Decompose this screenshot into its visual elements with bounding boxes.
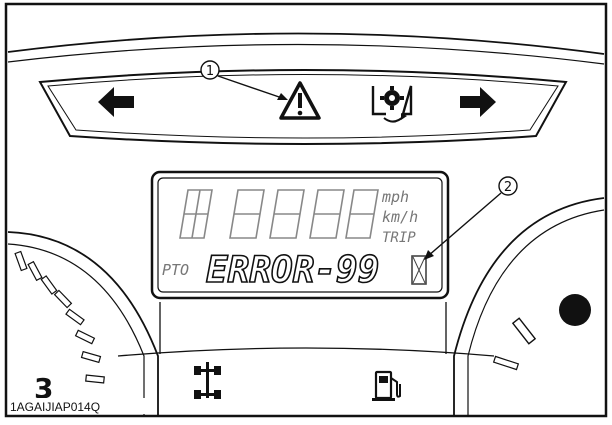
callout-2: 2 (498, 176, 518, 196)
right-gauge-tick (511, 317, 537, 345)
left-turn-arrow-icon (98, 87, 134, 117)
unit-mph: mph (381, 188, 409, 206)
right-gauge-tick-small (492, 355, 520, 371)
cowl-arc-inner (7, 43, 605, 65)
regen-service-icon (371, 85, 413, 123)
error-readout: ERROR-99 (206, 250, 379, 291)
callout-1-leader (217, 75, 286, 100)
master-warning-icon (279, 81, 321, 120)
fuel-pump-icon (372, 370, 401, 401)
lcd-digit-segments (179, 189, 379, 239)
four-wheel-drive-icon (194, 362, 221, 399)
unit-trip: TRIP (382, 230, 416, 246)
callout-2-arrowhead (424, 250, 434, 260)
pto-label: PTO (162, 261, 189, 279)
left-gauge: 3 (7, 231, 159, 416)
callout-2-leader (427, 192, 502, 257)
cowl-arc-outer (7, 32, 605, 55)
callout-1-arrowhead (277, 93, 288, 100)
lcd-hourglass-icon (411, 255, 427, 285)
figure-code: 1AGAIJIAP014Q (10, 400, 100, 414)
callout-2-label: 2 (504, 180, 512, 195)
lcd-hourglass-cross (412, 256, 426, 284)
indicator-dot-icon (559, 294, 591, 326)
console-arc (117, 347, 495, 357)
callout-1: 1 (200, 60, 220, 80)
callout-1-label: 1 (206, 64, 214, 79)
right-gauge (453, 197, 605, 416)
left-gauge-number: 3 (34, 372, 53, 405)
lcd-display: mph km/h TRIP PTO ERROR-99 (150, 170, 450, 300)
right-turn-arrow-icon (460, 87, 496, 117)
unit-kmh: km/h (382, 208, 418, 226)
figure-code-bg (8, 398, 154, 414)
left-gauge-ticks (14, 250, 105, 384)
